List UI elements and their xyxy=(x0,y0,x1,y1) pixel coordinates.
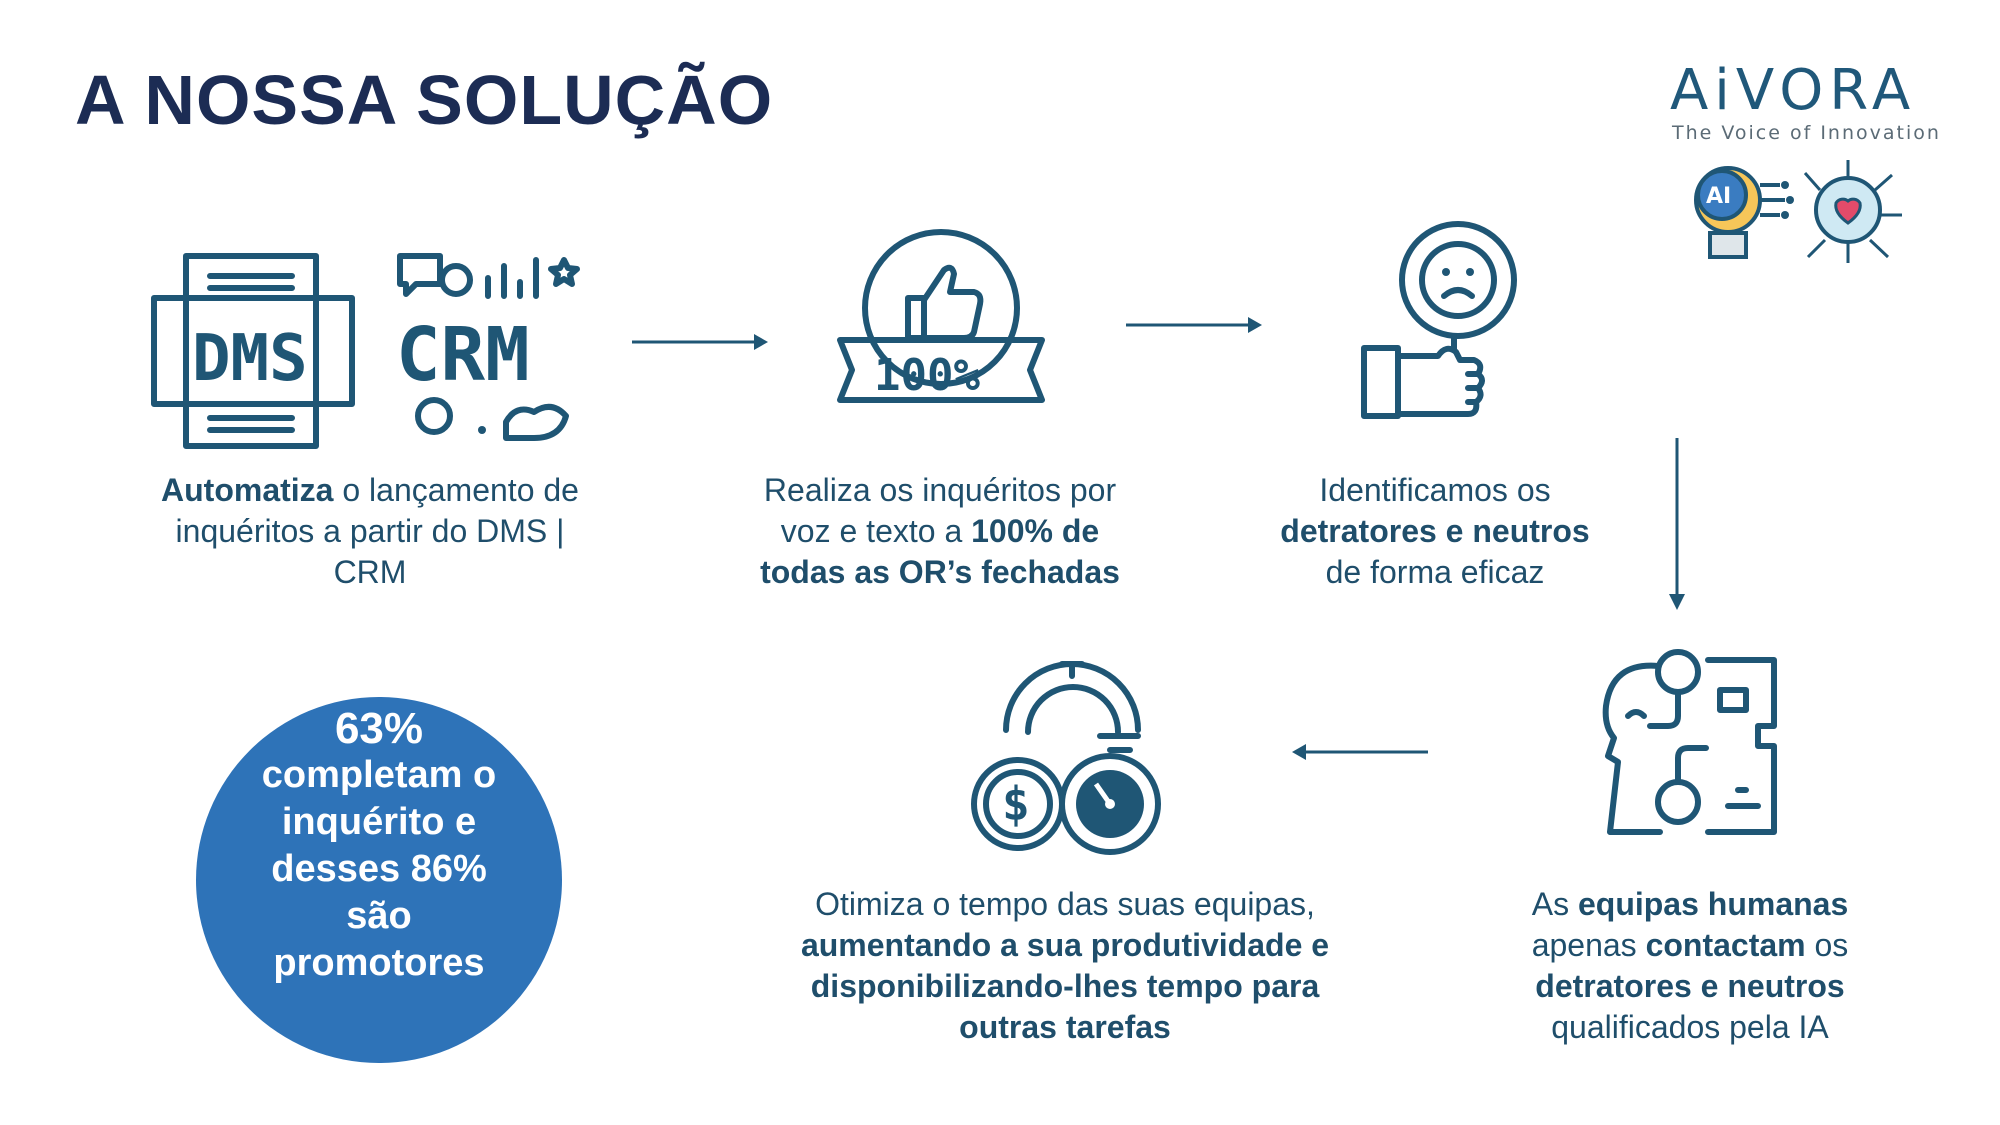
crm-label: CRM xyxy=(396,312,530,398)
stat-line: são xyxy=(346,895,412,937)
ai-logo-label: AI xyxy=(1706,184,1731,209)
brand-logo-wordmark: AiVORA xyxy=(1670,58,1917,123)
arrow-right-icon xyxy=(632,334,768,350)
page-title: A NOSSA SOLUÇÃO xyxy=(75,61,774,139)
brand-tagline: The Voice of Innovation xyxy=(1672,122,1941,144)
stat-circle xyxy=(196,697,562,1063)
stat-circle-text: 63% completam o inquérito e desses 86% s… xyxy=(196,705,562,987)
dms-document-icon: DMS xyxy=(151,253,355,449)
human-robot-icon xyxy=(1602,649,1777,835)
stat-line: promotores xyxy=(273,942,485,984)
percent-label: 100% xyxy=(874,350,980,401)
arrow-right-icon xyxy=(1126,317,1262,333)
arrow-left-icon xyxy=(1292,744,1428,760)
ai-heart-logo-icon: AI xyxy=(1694,160,1902,263)
stat-line: inquérito e xyxy=(281,801,477,843)
dollar-icon: $ xyxy=(1002,777,1030,831)
arrow-down-icon xyxy=(1669,438,1685,610)
sad-face-magnifier-icon xyxy=(1361,221,1517,419)
time-money-icon: $ xyxy=(971,661,1161,855)
step-human-teams-text: As equipas humanas apenas contactam os d… xyxy=(1531,886,1849,1045)
crm-icon: CRM xyxy=(396,253,580,441)
step-survey-text: Realiza os inquéritos por voz e texto a … xyxy=(760,472,1120,590)
step-identify-text: Identificamos os detratores e neutros de… xyxy=(1280,472,1590,590)
step-automate-text: Automatiza o lançamento de inquéritos a … xyxy=(161,472,579,590)
thumbs-up-100-icon: 100% xyxy=(837,229,1045,403)
stat-line: completam o xyxy=(261,754,497,796)
stat-percent: 63% xyxy=(334,704,424,753)
step-optimize-text: Otimiza o tempo das suas equipas, aument… xyxy=(800,886,1330,1045)
dms-label: DMS xyxy=(192,322,308,396)
stat-line: desses 86% xyxy=(271,848,487,890)
